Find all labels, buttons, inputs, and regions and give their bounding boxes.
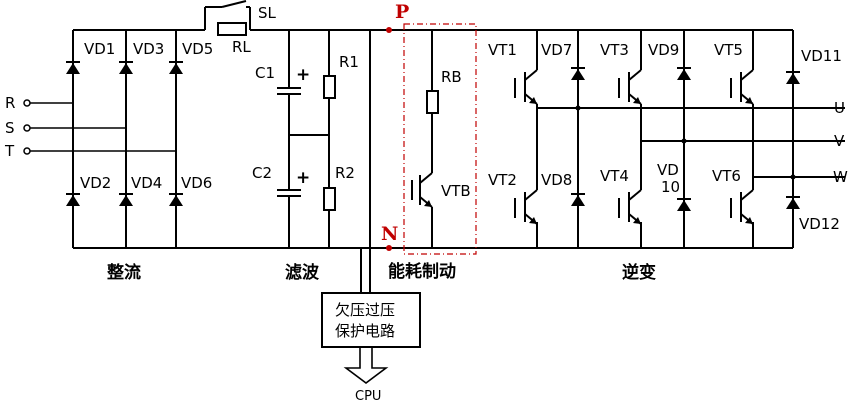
rectifier-bridge: VD1 VD3 VD5 VD2 VD4 VD6 整流 xyxy=(65,30,213,283)
vd1-label: VD1 xyxy=(84,40,115,58)
braking-section-label: 能耗制动 xyxy=(388,261,456,282)
protection-circuit: 欠压过压 保护电路 CPU xyxy=(321,248,421,404)
filter-section-label: 滤波 xyxy=(285,262,320,283)
vd10-label-line1: VD xyxy=(657,161,679,179)
vd12-label: VD12 xyxy=(799,215,840,233)
cpu-label: CPU xyxy=(355,389,381,404)
vd3-label: VD3 xyxy=(133,40,164,58)
vd4-label: VD4 xyxy=(131,174,162,192)
bus-n-dot xyxy=(386,245,392,251)
diode-vd6 xyxy=(168,189,184,211)
protection-box xyxy=(321,292,421,348)
bus-p-label: P xyxy=(395,1,409,23)
vtb-label: VTB xyxy=(441,182,471,200)
protection-line2: 保护电路 xyxy=(335,322,395,340)
vt4-label: VT4 xyxy=(600,167,629,185)
braking-unit: RB VTB 能耗制动 xyxy=(388,23,477,282)
resistor-r1 xyxy=(323,75,336,99)
output-terminals: U V W xyxy=(833,99,848,186)
r2-label: R2 xyxy=(335,164,355,182)
terminal-s xyxy=(23,124,31,132)
diode-vd9 xyxy=(676,63,692,85)
diode-vd3 xyxy=(118,57,134,79)
bus-n-label: N xyxy=(381,223,398,245)
diode-vd1 xyxy=(65,57,81,79)
resistor-r2 xyxy=(323,187,336,211)
resistor-rb xyxy=(426,90,439,114)
resistor-rl-label: RL xyxy=(232,38,251,56)
r1-label: R1 xyxy=(339,53,359,71)
precharge-circuit: SL RL xyxy=(217,0,277,56)
terminal-v-label: V xyxy=(834,132,845,150)
diode-vd12 xyxy=(785,192,801,214)
terminal-r-label: R xyxy=(5,94,15,112)
inverter-section-label: 逆变 xyxy=(622,262,656,283)
braking-highlight-box xyxy=(403,23,477,255)
terminal-u-label: U xyxy=(834,99,845,117)
vd10-label-line2: 10 xyxy=(661,178,680,196)
vd5-label: VD5 xyxy=(182,40,213,58)
diode-vd8 xyxy=(570,189,586,211)
vd8-label: VD8 xyxy=(541,171,572,189)
terminal-r xyxy=(23,99,31,107)
terminal-s-label: S xyxy=(5,119,15,137)
cpu-arrow xyxy=(343,347,389,384)
filter-section: C1 C2 + + R1 R2 滤波 xyxy=(252,30,359,283)
vt3-label: VT3 xyxy=(600,41,629,59)
vt5-label: VT5 xyxy=(714,41,743,59)
vt6-label: VT6 xyxy=(712,167,741,185)
diode-vd4 xyxy=(118,189,134,211)
switch-sl-label: SL xyxy=(258,4,277,22)
c2-label: C2 xyxy=(252,164,272,182)
rb-label: RB xyxy=(441,68,462,86)
inverter-bridge: VT1 VT2 VT3 VT4 VT5 VT6 VD7 VD8 VD9 VD 1… xyxy=(488,30,845,283)
vd11-label: VD11 xyxy=(801,47,842,65)
vd6-label: VD6 xyxy=(181,174,212,192)
diode-vd7 xyxy=(570,63,586,85)
diode-vd5 xyxy=(168,57,184,79)
rectifier-section-label: 整流 xyxy=(107,262,141,283)
c1-label: C1 xyxy=(255,64,275,82)
protection-line1: 欠压过压 xyxy=(335,301,395,319)
terminal-w-label: W xyxy=(833,168,848,186)
bus-p-dot xyxy=(386,27,392,33)
input-terminals: R S T xyxy=(4,94,176,160)
vd2-label: VD2 xyxy=(80,174,111,192)
vt1-label: VT1 xyxy=(488,41,517,59)
bus-markers: P N xyxy=(381,1,409,251)
c1-plus: + xyxy=(296,65,310,85)
terminal-t-label: T xyxy=(4,142,15,160)
vt2-label: VT2 xyxy=(488,171,517,189)
diode-vd11 xyxy=(785,67,801,89)
resistor-rl xyxy=(217,22,247,36)
terminal-t xyxy=(23,147,31,155)
diode-vd2 xyxy=(65,189,81,211)
vd9-label: VD9 xyxy=(648,41,679,59)
vd7-label: VD7 xyxy=(541,41,572,59)
c2-plus: + xyxy=(296,168,310,188)
diode-vd10 xyxy=(676,194,692,216)
